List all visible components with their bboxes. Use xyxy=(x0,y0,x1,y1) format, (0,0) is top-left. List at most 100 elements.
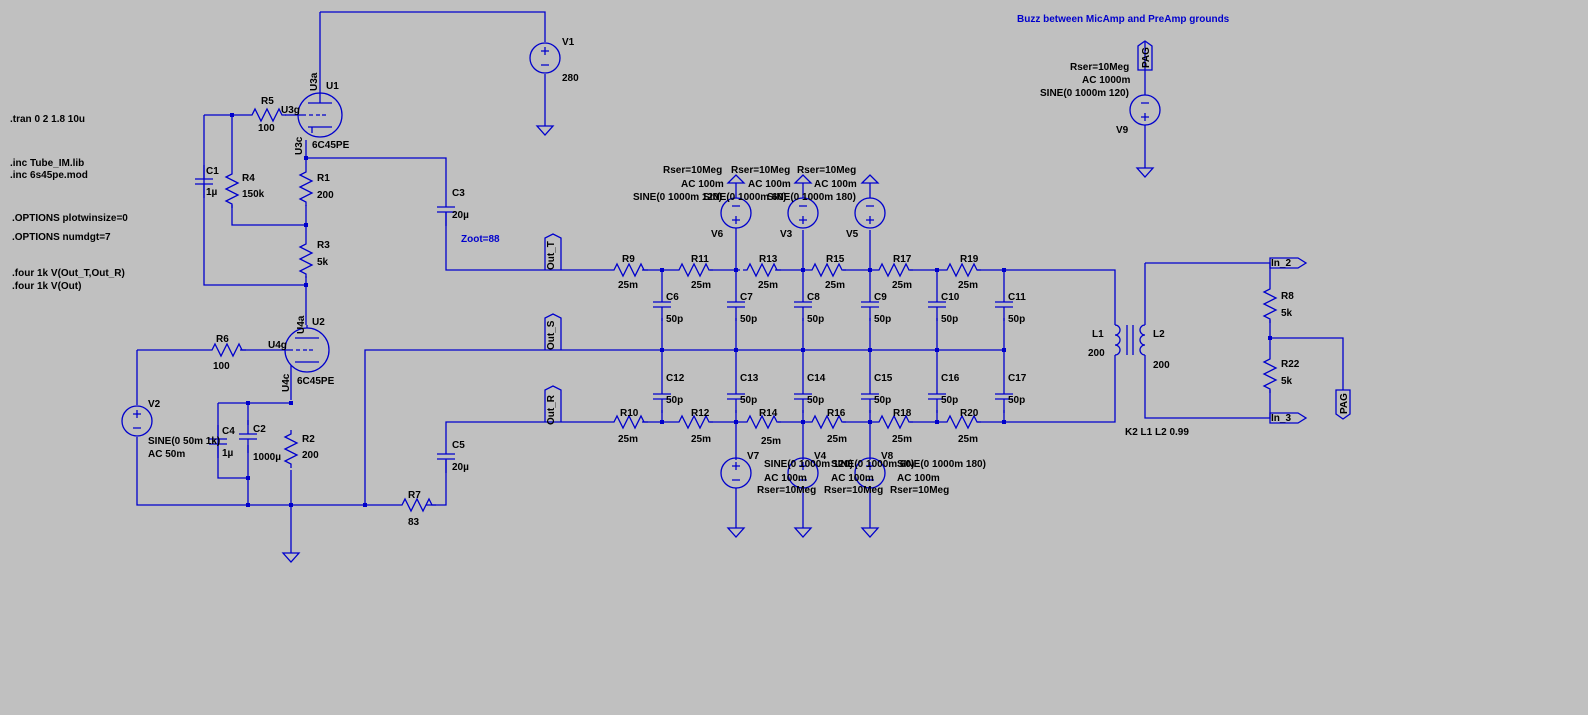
resistor-r1[interactable] xyxy=(299,167,313,207)
svg-text:Rser=10Meg: Rser=10Meg xyxy=(797,165,856,176)
directive-four: .four 1k V(Out) xyxy=(12,281,81,292)
svg-text:AC 1000m: AC 1000m xyxy=(1082,75,1130,86)
svg-text:U2: U2 xyxy=(312,317,325,328)
directive-inc: .inc 6s45pe.mod xyxy=(10,170,88,181)
svg-text:U3c: U3c xyxy=(294,136,305,155)
svg-text:25m: 25m xyxy=(892,280,912,291)
net-label-out-t: Out_T xyxy=(546,241,557,270)
svg-text:AC 100m: AC 100m xyxy=(764,473,807,484)
svg-text:R18: R18 xyxy=(893,408,912,419)
svg-text:5k: 5k xyxy=(1281,308,1293,319)
svg-text:Rser=10Meg: Rser=10Meg xyxy=(890,485,949,496)
svg-text:L1: L1 xyxy=(1092,329,1104,340)
svg-text:R1: R1 xyxy=(317,173,330,184)
svg-text:6C45PE: 6C45PE xyxy=(297,376,335,387)
inductor-l2[interactable] xyxy=(1139,324,1146,356)
net-label-pag: PAG xyxy=(1339,393,1350,414)
svg-text:C17: C17 xyxy=(1008,373,1027,384)
svg-text:100: 100 xyxy=(213,361,230,372)
svg-text:C11: C11 xyxy=(1008,292,1026,303)
directive-options: .OPTIONS numdgt=7 xyxy=(12,232,111,243)
svg-text:C5: C5 xyxy=(452,440,465,451)
svg-text:C7: C7 xyxy=(740,292,753,303)
svg-text:R14: R14 xyxy=(759,408,778,419)
svg-text:SINE(0 1000m 120): SINE(0 1000m 120) xyxy=(1040,88,1129,99)
title-note: Buzz between MicAmp and PreAmp grounds xyxy=(1017,14,1230,25)
svg-text:5k: 5k xyxy=(1281,376,1293,387)
svg-text:R2: R2 xyxy=(302,434,315,445)
svg-text:AC 100m: AC 100m xyxy=(681,179,724,190)
svg-text:200: 200 xyxy=(1088,348,1105,359)
svg-text:C1: C1 xyxy=(206,166,219,177)
svg-text:1µ: 1µ xyxy=(206,187,218,198)
source-v5[interactable] xyxy=(854,197,886,229)
svg-text:V5: V5 xyxy=(846,229,859,240)
svg-text:Rser=10Meg: Rser=10Meg xyxy=(757,485,816,496)
svg-text:50p: 50p xyxy=(1008,395,1025,406)
svg-text:25m: 25m xyxy=(827,434,847,445)
inductor-l1[interactable] xyxy=(1114,324,1121,356)
svg-text:R13: R13 xyxy=(759,254,778,265)
svg-text:L2: L2 xyxy=(1153,329,1165,340)
ground-icon xyxy=(536,117,554,136)
source-v7[interactable] xyxy=(720,457,752,489)
svg-text:SINE(0 50m 1k): SINE(0 50m 1k) xyxy=(148,436,220,447)
svg-text:SINE(0 1000m 180): SINE(0 1000m 180) xyxy=(897,459,986,470)
net-label-in-3: In_3 xyxy=(1271,413,1291,424)
svg-text:U3a: U3a xyxy=(309,72,320,91)
svg-text:R20: R20 xyxy=(960,408,979,419)
net-label-out-r: Out_R xyxy=(546,394,557,425)
svg-text:AC 100m: AC 100m xyxy=(748,179,791,190)
resistor-r3[interactable] xyxy=(299,239,313,279)
svg-text:U4c: U4c xyxy=(281,373,292,392)
svg-text:SINE(0 1000m 120): SINE(0 1000m 120) xyxy=(633,192,722,203)
svg-text:50p: 50p xyxy=(740,314,757,325)
svg-text:V4: V4 xyxy=(814,451,827,462)
svg-text:Rser=10Meg: Rser=10Meg xyxy=(1070,62,1129,73)
svg-text:C9: C9 xyxy=(874,292,887,303)
svg-text:200: 200 xyxy=(302,450,319,461)
svg-text:C6: C6 xyxy=(666,292,679,303)
directive-four: .four 1k V(Out_T,Out_R) xyxy=(12,268,125,279)
svg-text:50p: 50p xyxy=(666,314,683,325)
svg-text:150k: 150k xyxy=(242,189,265,200)
resistor-r4[interactable] xyxy=(225,169,239,209)
svg-text:C13: C13 xyxy=(740,373,759,384)
param-zoot: Zoot=88 xyxy=(461,234,500,245)
svg-text:6C45PE: 6C45PE xyxy=(312,140,350,151)
svg-text:50p: 50p xyxy=(807,314,824,325)
svg-text:R9: R9 xyxy=(622,254,635,265)
svg-text:50p: 50p xyxy=(941,395,958,406)
wire xyxy=(320,11,546,42)
svg-text:V2: V2 xyxy=(148,399,161,410)
svg-text:25m: 25m xyxy=(958,434,978,445)
svg-text:25m: 25m xyxy=(758,280,778,291)
svg-text:U1: U1 xyxy=(326,81,339,92)
tube-u1[interactable] xyxy=(297,92,343,138)
tube-u2[interactable] xyxy=(284,325,330,375)
svg-text:R10: R10 xyxy=(620,408,639,419)
svg-text:25m: 25m xyxy=(618,434,638,445)
svg-text:50p: 50p xyxy=(941,314,958,325)
svg-text:50p: 50p xyxy=(807,395,824,406)
svg-text:C16: C16 xyxy=(941,373,960,384)
svg-text:AC 50m: AC 50m xyxy=(148,449,185,460)
source-v9[interactable] xyxy=(1129,94,1161,126)
source-v2[interactable] xyxy=(121,405,153,437)
svg-text:V9: V9 xyxy=(1116,125,1129,136)
svg-text:1µ: 1µ xyxy=(222,448,234,459)
svg-text:25m: 25m xyxy=(691,280,711,291)
svg-text:100: 100 xyxy=(258,123,275,134)
svg-text:200: 200 xyxy=(1153,360,1170,371)
svg-text:R12: R12 xyxy=(691,408,710,419)
svg-text:R22: R22 xyxy=(1281,359,1300,370)
source-v1[interactable] xyxy=(529,42,561,74)
svg-text:AC 100m: AC 100m xyxy=(897,473,940,484)
svg-text:R16: R16 xyxy=(827,408,846,419)
directive-tran: .tran 0 2 1.8 10u xyxy=(10,114,85,125)
resistor-r2[interactable] xyxy=(284,429,298,469)
svg-text:50p: 50p xyxy=(740,395,757,406)
svg-text:25m: 25m xyxy=(958,280,978,291)
